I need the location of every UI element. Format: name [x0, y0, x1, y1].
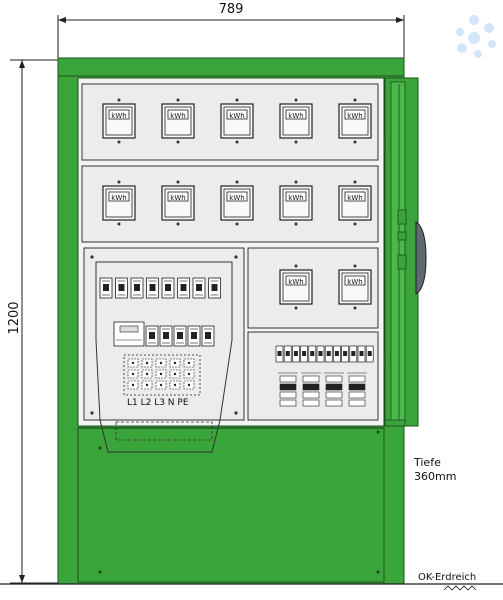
water-drops-logo-icon	[456, 15, 496, 58]
circuit-breaker	[130, 277, 144, 299]
circuit-breaker	[308, 345, 317, 363]
meter-label: kWh	[288, 194, 303, 202]
meter-label: kWh	[347, 278, 362, 286]
circuit-breaker	[99, 277, 113, 299]
meter-label: kWh	[111, 194, 126, 202]
circuit-breaker	[300, 345, 308, 363]
circuit-breaker	[333, 345, 341, 363]
energy-meter: kWh	[279, 264, 313, 310]
breaker-row-left-top	[99, 277, 221, 299]
circuit-breaker	[341, 345, 349, 363]
circuit-breaker	[357, 345, 366, 363]
depth-value: 360mm	[414, 470, 456, 483]
circuit-breaker	[349, 345, 358, 363]
meter-label: kWh	[288, 278, 303, 286]
meter-label: kWh	[229, 194, 244, 202]
rcd-module	[301, 372, 321, 407]
meter-label: kWh	[170, 194, 185, 202]
rcd-module	[324, 372, 344, 407]
meter-label: kWh	[229, 112, 244, 120]
circuit-breaker	[365, 345, 374, 363]
circuit-breaker	[173, 325, 187, 347]
rcd-module	[347, 372, 367, 407]
phase-terminal-label: L1 L2 L3 N PE	[127, 398, 189, 408]
circuit-breaker	[316, 345, 325, 363]
circuit-breaker	[292, 345, 300, 363]
meter-label: kWh	[347, 112, 362, 120]
energy-meter: kWh	[279, 180, 313, 226]
main-switch	[113, 321, 145, 347]
circuit-breaker	[283, 345, 292, 363]
energy-meter: kWh	[102, 98, 136, 144]
circuit-breaker	[146, 277, 159, 299]
energy-meter: kWh	[338, 98, 372, 144]
circuit-breaker	[201, 325, 215, 347]
energy-meter: kWh	[338, 180, 372, 226]
width-label: 789	[219, 2, 244, 17]
energy-meter: kWh	[161, 180, 195, 226]
circuit-breaker	[192, 277, 206, 299]
height-dimension: 1200	[7, 59, 58, 584]
energy-meter: kWh	[102, 180, 136, 226]
circuit-breaker	[177, 277, 190, 299]
circuit-breaker	[187, 325, 201, 347]
width-dimension: 789	[57, 2, 405, 58]
energy-meter: kWh	[279, 98, 313, 144]
depth-title: Tiefe	[413, 456, 441, 469]
terminal-block	[123, 354, 201, 396]
circuit-breaker	[208, 277, 221, 299]
energy-meter: kWh	[220, 98, 254, 144]
circuit-breaker	[324, 345, 333, 363]
breaker-row-right	[275, 345, 374, 363]
circuit-breaker	[159, 325, 173, 347]
meter-label: kWh	[347, 194, 362, 202]
circuit-breaker	[275, 345, 284, 363]
breaker-row-left-bottom	[113, 321, 215, 347]
meter-label: kWh	[111, 112, 126, 120]
meter-label: kWh	[288, 112, 303, 120]
rcd-group-right	[278, 372, 367, 407]
energy-meter: kWh	[338, 264, 372, 310]
meter-group: kWh kWh kWh kWh kWh kWh kWh kWh kWh kWh kWh kWh	[102, 98, 372, 310]
energy-meter: kWh	[220, 180, 254, 226]
height-label: 1200	[7, 301, 22, 334]
energy-meter: kWh	[161, 98, 195, 144]
circuit-breaker	[161, 277, 175, 299]
rcd-module	[278, 372, 298, 407]
meter-label: kWh	[170, 112, 185, 120]
ground-line: OK-Erdreich	[0, 572, 503, 591]
circuit-breaker	[115, 277, 128, 299]
circuit-breaker	[145, 325, 159, 347]
ground-label: OK-Erdreich	[418, 572, 476, 583]
